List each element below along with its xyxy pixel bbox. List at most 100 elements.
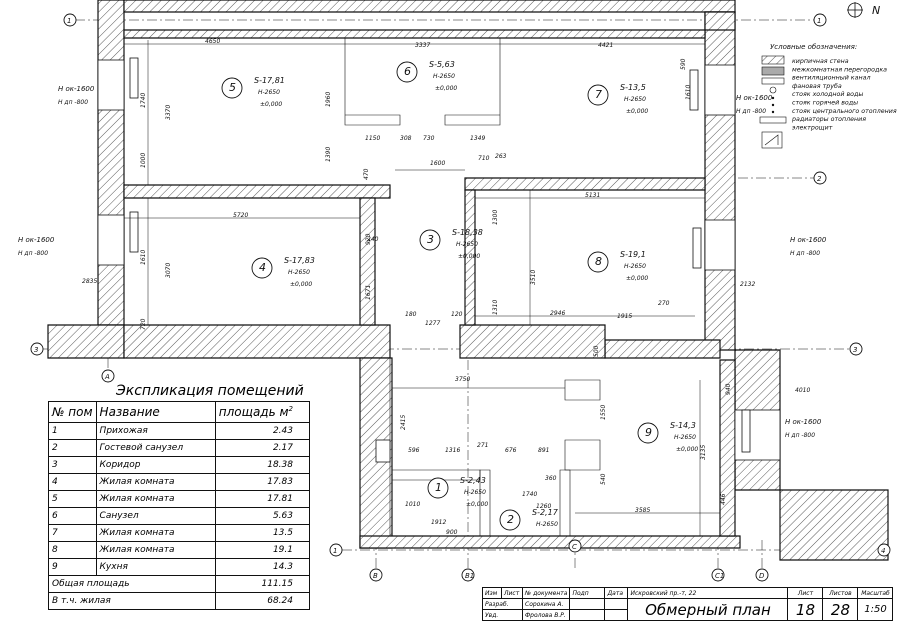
dim-d1600: 1600 — [430, 160, 445, 167]
explication-caption: Экспликация помещений — [116, 383, 304, 399]
row-name: Кухня — [95, 558, 216, 576]
dim-d2415-14: 2415 — [400, 415, 407, 430]
stamp-podp: Подп — [569, 587, 606, 599]
total-row: Общая площадь 111.15 — [48, 575, 311, 593]
row-area: 2.43 — [214, 422, 311, 440]
north-label: N — [872, 4, 880, 17]
dim-d4650: 4650 — [205, 38, 220, 45]
dim-d1610-6: 1610 — [140, 250, 147, 265]
row-area: 13.5 — [214, 524, 311, 542]
dim-d590-15: 590 — [680, 58, 687, 70]
row-name: Гостевой санузел — [95, 439, 216, 457]
room-1-area: S-2,43 — [460, 476, 486, 485]
window-dp-label-2: H дп -800 — [736, 108, 766, 115]
legend-item-5: стояк горячей воды — [792, 100, 858, 107]
row-name: Жилая комната — [95, 541, 216, 559]
living-value: 68.24 — [214, 592, 311, 610]
dim-d4421: 4421 — [598, 42, 613, 49]
dim-d1010: 1010 — [405, 501, 420, 508]
window-ok-label-1: H ок-1600 — [18, 236, 55, 244]
dim-d470-11: 470 — [363, 168, 370, 180]
dim-d891: 891 — [538, 447, 549, 454]
row-num: 1 — [48, 422, 97, 440]
room-6-height: H-2650 — [433, 73, 455, 80]
dim-d900: 900 — [446, 529, 458, 536]
row-num: 8 — [48, 541, 97, 559]
axis-bubble-3: 3 — [34, 346, 38, 354]
room-7-height: H-2650 — [624, 96, 646, 103]
axis-bubble-1-bottom: 1 — [333, 547, 337, 555]
stamp-list-v: 18 — [787, 598, 824, 621]
room-3-number: 3 — [427, 233, 434, 246]
row-num: 5 — [48, 490, 97, 508]
room-2-height: H-2650 — [536, 521, 558, 528]
row-area: 17.83 — [214, 473, 311, 491]
dim-d3510-2: 3510 — [530, 270, 537, 285]
dim-d5720: 5720 — [233, 212, 248, 219]
stamp-address: Искровский пр.-т, 22 — [627, 587, 789, 599]
dim-d1260: 1260 — [536, 503, 551, 510]
header-name: Название — [95, 401, 216, 423]
room-4-number: 4 — [259, 261, 266, 274]
axis-bubble-2-circle — [813, 171, 827, 185]
room-8-number-circle — [587, 251, 609, 273]
legend-item-8: электрощит — [792, 124, 833, 131]
axis-bubble-3-right: 3 — [853, 346, 857, 354]
header-num: № пом — [48, 401, 97, 423]
room-7-number-circle — [587, 84, 609, 106]
room-5-level: ±0,000 — [260, 101, 282, 108]
window-dp-label-1: H дп -800 — [18, 250, 48, 257]
stamp-izm: Изм — [482, 587, 502, 599]
stamp-razrab-name: Сорокина А. — [521, 598, 571, 610]
axis-bubble-4-circle — [877, 543, 891, 557]
room-8-height: H-2650 — [624, 263, 646, 270]
stamp-listov-h: Листов — [822, 587, 859, 599]
dim-d1390-4: 1390 — [325, 147, 332, 162]
north-arrow-icon — [847, 2, 863, 18]
dim-d3337: 3337 — [415, 42, 430, 49]
total-label: Общая площадь — [48, 575, 216, 593]
room-4-number-circle — [251, 257, 273, 279]
dim-d1000-7: 1000 — [140, 153, 147, 168]
room-2-area: S-2,17 — [532, 508, 559, 517]
dim-d2946: 2946 — [550, 310, 565, 317]
windows — [97, 57, 781, 463]
legend-item-4: стояк холодной воды — [792, 91, 863, 98]
dim-d1740v-5: 1740 — [140, 93, 147, 108]
dim-d500-18: 500 — [593, 345, 600, 357]
room-2-number-circle — [499, 509, 521, 531]
dim-d1300-12: 1300 — [492, 210, 499, 225]
room-1-height: H-2650 — [464, 489, 486, 496]
dim-d446-20: 446 — [720, 493, 727, 505]
room-5-height: H-2650 — [258, 89, 280, 96]
dim-d540-19: 540 — [600, 473, 607, 485]
dim-d1316: 1316 — [445, 447, 460, 454]
row-name: Коридор — [95, 456, 216, 474]
room-5-area: S-17,81 — [254, 76, 285, 85]
room-3-height: H-2650 — [456, 241, 478, 248]
axis-bubble-1-bottom-circle — [329, 543, 343, 557]
stamp-list: Лист — [501, 587, 523, 599]
room-4-height: H-2650 — [288, 269, 310, 276]
legend-item-7: радиаторы отопления — [791, 116, 866, 123]
room-3-level: ±0,000 — [458, 253, 480, 260]
row-area: 19.1 — [214, 541, 311, 559]
dimension-lines — [124, 40, 720, 536]
dim-d3070-1: 3070 — [165, 263, 172, 278]
stamp-prov: Увд. — [482, 609, 523, 621]
room-7-number: 7 — [595, 88, 602, 101]
axis-bubble-3-right-circle — [849, 342, 863, 356]
row-area: 14.3 — [214, 558, 311, 576]
room-6-level: ±0,000 — [435, 85, 457, 92]
row-name: Жилая комната — [95, 490, 216, 508]
dim-d180: 180 — [405, 311, 417, 318]
dim-d270: 270 — [658, 300, 670, 307]
room-9-number: 9 — [645, 426, 652, 439]
room-9-area: S-14,3 — [670, 421, 696, 430]
legend-title: Условные обозначения: — [770, 43, 857, 51]
room-9-number-circle — [637, 422, 659, 444]
dim-d2835: 2835 — [82, 278, 97, 285]
